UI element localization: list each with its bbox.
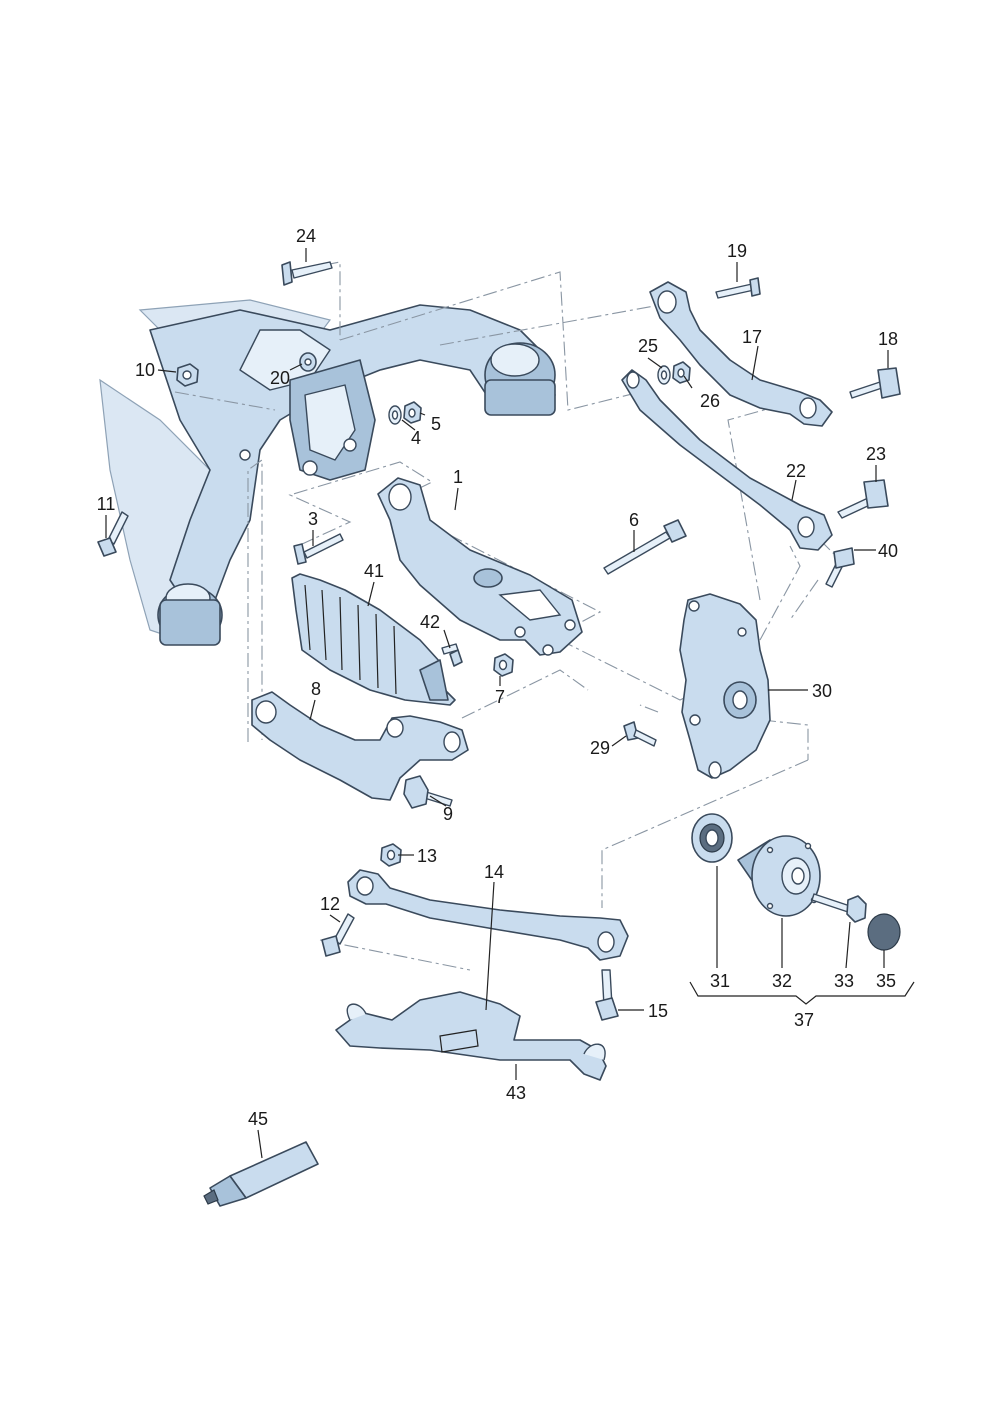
label-24: 24 <box>296 226 316 246</box>
bolt-6 <box>603 519 687 575</box>
bolt-3 <box>293 533 344 565</box>
bolt-11 <box>97 511 129 557</box>
label-7: 7 <box>495 687 505 707</box>
bolt-19 <box>715 277 761 299</box>
label-43: 43 <box>506 1083 526 1103</box>
callout-numbers: 24 19 10 20 4 5 11 3 1 6 41 42 7 8 9 25 … <box>97 226 898 1129</box>
bolt-9 <box>403 775 453 809</box>
washer-4 <box>388 405 402 425</box>
bolt-12 <box>321 913 355 957</box>
label-30: 30 <box>812 681 832 701</box>
link-14 <box>347 869 629 961</box>
label-32: 32 <box>772 971 792 991</box>
grease-tube-45 <box>203 1141 319 1207</box>
label-45: 45 <box>248 1109 268 1129</box>
nut-13 <box>380 843 402 867</box>
label-41: 41 <box>364 561 384 581</box>
wheel-hub-32 <box>737 835 821 917</box>
label-1: 1 <box>453 467 463 487</box>
bolt-40 <box>825 547 855 588</box>
label-5: 5 <box>431 414 441 434</box>
label-10: 10 <box>135 360 155 380</box>
label-25: 25 <box>638 336 658 356</box>
label-13: 13 <box>417 846 437 866</box>
label-33: 33 <box>834 971 854 991</box>
bolt-29 <box>623 721 657 747</box>
label-17: 17 <box>742 327 762 347</box>
label-9: 9 <box>443 804 453 824</box>
stabilizer-43 <box>335 991 607 1081</box>
arm-8 <box>251 691 469 801</box>
label-14: 14 <box>484 862 504 882</box>
label-42: 42 <box>420 612 440 632</box>
washer-25 <box>657 365 671 385</box>
label-29: 29 <box>590 738 610 758</box>
wheel-knuckle-30 <box>679 593 771 779</box>
clip-42 <box>441 643 463 667</box>
nut-7 <box>493 653 514 677</box>
nut-20 <box>299 352 317 372</box>
bolt-33 <box>811 893 867 923</box>
nut-5 <box>403 401 422 424</box>
label-26: 26 <box>700 391 720 411</box>
upper-arm-17 <box>649 281 833 427</box>
label-18: 18 <box>878 329 898 349</box>
nut-10 <box>176 363 199 387</box>
dust-cap-35 <box>867 913 901 951</box>
bracket-37 <box>689 981 915 1005</box>
label-3: 3 <box>308 509 318 529</box>
label-8: 8 <box>311 679 321 699</box>
label-11: 11 <box>97 494 116 514</box>
bolt-15 <box>595 969 619 1021</box>
label-15: 15 <box>648 1001 668 1021</box>
label-31: 31 <box>710 971 730 991</box>
subframe <box>99 299 556 646</box>
label-35: 35 <box>876 971 896 991</box>
link-22 <box>621 369 833 551</box>
leader-lines <box>105 248 889 1159</box>
nut-26 <box>672 361 691 384</box>
label-12: 12 <box>320 894 340 914</box>
underbody-shield-41 <box>291 573 456 706</box>
label-4: 4 <box>411 428 421 448</box>
bolt-23 <box>837 479 889 519</box>
label-23: 23 <box>866 444 886 464</box>
control-arm-1 <box>377 477 583 656</box>
wheel-bearing-31 <box>691 813 733 863</box>
label-20: 20 <box>270 368 290 388</box>
label-6: 6 <box>629 510 639 530</box>
bolt-24 <box>281 261 333 286</box>
label-19: 19 <box>727 241 747 261</box>
label-40: 40 <box>878 541 898 561</box>
label-22: 22 <box>786 461 806 481</box>
bolt-18 <box>849 367 901 399</box>
label-37: 37 <box>794 1010 814 1030</box>
